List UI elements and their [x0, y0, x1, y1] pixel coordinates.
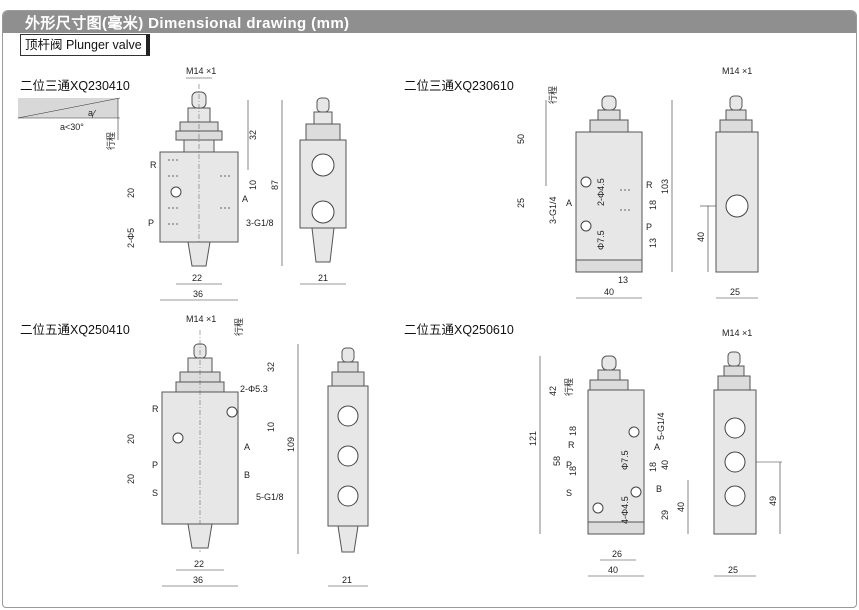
- port-p-2: P: [646, 222, 652, 232]
- port-p-4: P: [566, 460, 572, 470]
- header-bar: 外形尺寸图(毫米) Dimensional drawing (mm): [3, 11, 856, 33]
- dim-50: 50: [516, 134, 526, 144]
- dim-40-4a: 40: [660, 460, 670, 470]
- angle-a-label: a: [88, 108, 93, 118]
- dim-2phi53: 2-Φ5.3: [240, 384, 268, 394]
- dim-36: 36: [193, 289, 203, 299]
- model-label-xq250610: 二位五通XQ250610: [404, 323, 514, 337]
- dim-49: 49: [768, 496, 778, 506]
- port-a: A: [242, 194, 248, 204]
- dim-109: 109: [286, 437, 296, 452]
- drawing-xq230410-front: a a<30° 行程 M14 ×1 32 10 87 20 2-Φ5 R A P…: [17, 66, 283, 301]
- port-r-2: R: [646, 180, 653, 190]
- dim-29: 29: [660, 510, 670, 520]
- dim-36-3: 36: [193, 575, 203, 585]
- dim-42: 42: [548, 386, 558, 396]
- drawing-xq230610-side: M14 ×1 40 25: [696, 66, 759, 299]
- side-port-lower: [311, 200, 335, 224]
- header-title: 外形尺寸图(毫米) Dimensional drawing (mm): [25, 15, 350, 32]
- dim-20-3a: 20: [126, 434, 136, 444]
- dim-40: 40: [604, 287, 614, 297]
- dim-25-4: 25: [728, 565, 738, 575]
- dim-40-side: 40: [696, 232, 706, 242]
- stroke-label-2: 行程: [547, 86, 558, 104]
- drawing-xq250410-front: M14 ×1 行程 20 20 R P S A B 2-Φ5.3 5-G1/8 …: [126, 314, 299, 587]
- dim-25-side: 25: [730, 287, 740, 297]
- dim-10-3: 10: [266, 422, 276, 432]
- port-a-3: A: [244, 442, 250, 452]
- port-3g14: 3-G1/4: [548, 196, 558, 224]
- drawing-xq230410-side: 21: [299, 97, 347, 285]
- port-b-4: B: [656, 484, 662, 494]
- thread-label-2: M14 ×1: [722, 66, 752, 76]
- port-r-4: R: [568, 440, 575, 450]
- port-r: R: [150, 160, 157, 170]
- dim-20: 20: [126, 188, 136, 198]
- stroke-label: 行程: [105, 132, 116, 150]
- dim-13: 13: [648, 238, 658, 248]
- dim-22-3: 22: [194, 559, 204, 569]
- drawing-xq250610-front: 行程 42 121 58 18 18 R P S A B 5-G1/4 Φ7.5…: [528, 355, 689, 577]
- drawing-xq250410-side: 21: [327, 347, 369, 587]
- dim-40-4b: 40: [676, 502, 686, 512]
- valve-body-2: [575, 131, 643, 273]
- dim-20-3b: 20: [126, 474, 136, 484]
- port-5g18: 5-G1/8: [256, 492, 284, 502]
- thread-label-4: M14 ×1: [722, 328, 752, 338]
- dim-18-4b: 18: [568, 466, 578, 476]
- stroke-label-4: 行程: [563, 378, 574, 396]
- side-port-upper: [311, 153, 335, 177]
- dim-18-4c: 18: [648, 462, 658, 472]
- thread-label-3: M14 ×1: [186, 314, 216, 324]
- dim-10: 10: [248, 180, 258, 190]
- dim-22: 22: [192, 273, 202, 283]
- dim-103: 103: [660, 179, 670, 194]
- dim-58: 58: [552, 456, 562, 466]
- port-p: P: [148, 218, 154, 228]
- port-a-4: A: [654, 442, 660, 452]
- model-label-xq230410: 二位三通XQ230410: [20, 79, 130, 93]
- dim-21: 21: [318, 273, 328, 283]
- drawing-xq230610-front: 行程 50 25 3-G1/4 2-Φ4.5 Φ7.5 A R P 18 13 …: [516, 86, 673, 299]
- port-s-4: S: [566, 488, 572, 498]
- dim-21-3: 21: [342, 575, 352, 585]
- port-3g18: 3-G1/8: [246, 218, 274, 228]
- dim-26: 26: [612, 549, 622, 559]
- side-port-2: [725, 194, 749, 218]
- port-a-2: A: [566, 198, 572, 208]
- thread-label: M14 ×1: [186, 66, 216, 76]
- section-title: 顶杆阀 Plunger valve: [20, 34, 150, 56]
- dim-2phi45: 2-Φ4.5: [596, 178, 606, 206]
- dim-32-3: 32: [266, 362, 276, 372]
- dim-32: 32: [248, 130, 258, 140]
- dim-87: 87: [270, 180, 280, 190]
- angle-limit-label: a<30°: [60, 122, 84, 132]
- dim-121: 121: [528, 431, 538, 446]
- port-b-3: B: [244, 470, 250, 480]
- dim-4phi45: 4-Φ4.5: [620, 496, 630, 524]
- port-s-3: S: [152, 488, 158, 498]
- dim-phi75: Φ7.5: [596, 230, 606, 250]
- dim-phi75-4: Φ7.5: [620, 450, 630, 470]
- dim-18-4a: 18: [568, 426, 578, 436]
- bottom-boss: [187, 241, 211, 267]
- model-label-xq230610: 二位三通XQ230610: [404, 79, 514, 93]
- dim-13-bottom: 13: [618, 275, 628, 285]
- stroke-label-3: 行程: [233, 318, 244, 336]
- drawing-xq250610-side: M14 ×1 49 25: [713, 328, 782, 577]
- port-p-3: P: [152, 460, 158, 470]
- dim-2phi5: 2-Φ5: [126, 228, 136, 248]
- dim-40-4c: 40: [608, 565, 618, 575]
- dim-18: 18: [648, 200, 658, 210]
- port-r-3: R: [152, 404, 159, 414]
- mount-hole: [170, 186, 182, 198]
- dim-25: 25: [516, 198, 526, 208]
- drawing-frame: 外形尺寸图(毫米) Dimensional drawing (mm): [2, 10, 857, 608]
- model-label-xq250410: 二位五通XQ250410: [20, 323, 130, 337]
- port-5g14: 5-G1/4: [656, 412, 666, 440]
